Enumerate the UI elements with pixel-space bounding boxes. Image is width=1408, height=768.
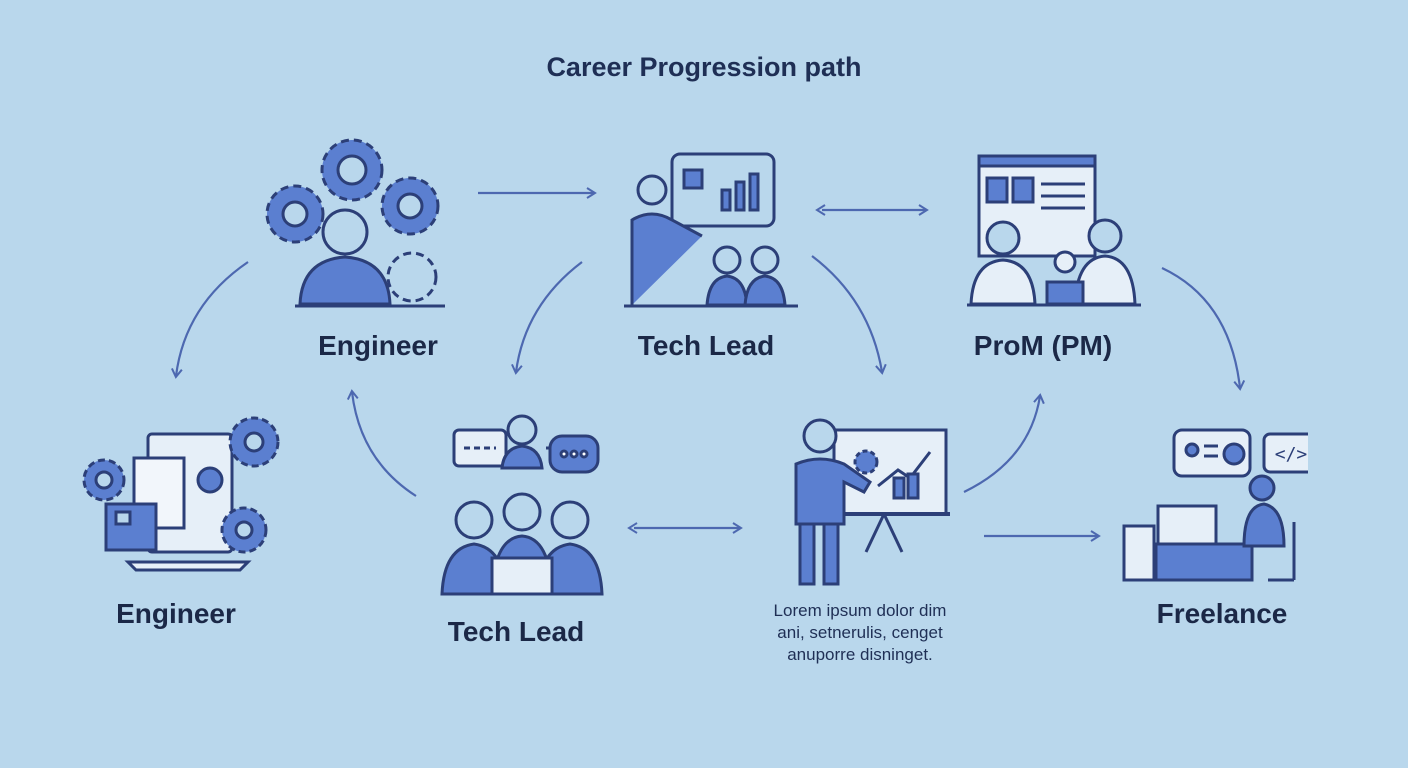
- arrow-presenter-to-pm: [963, 393, 1045, 493]
- node-label-techlead-bottom: Tech Lead: [447, 616, 585, 647]
- arrow-techlead2-to-engineer: [346, 389, 417, 497]
- arrow-techlead-down-right: [811, 255, 887, 375]
- note-text: Lorem ipsum dolor dim ani, setnerulis, c…: [740, 600, 980, 666]
- team-laptop-icon: [440, 414, 604, 596]
- tablet-gears-icon: [82, 416, 280, 572]
- presentation-team-icon: [624, 152, 798, 308]
- engineer-gears-icon: [265, 138, 445, 308]
- arrow-engineer-down: [171, 261, 249, 379]
- note-line: ani, setnerulis, cenget: [777, 623, 943, 642]
- node-label-engineer-bottom: Engineer: [116, 598, 236, 629]
- node-label-pm: ProM (PM): [973, 330, 1113, 361]
- pm-meeting-icon: [967, 154, 1141, 307]
- svg-text:</>: </>: [1275, 444, 1308, 465]
- diagram-title: Career Progression path: [546, 52, 862, 82]
- node-label-techlead-top: Tech Lead: [637, 330, 775, 361]
- node-label-freelance: Freelance: [1156, 598, 1288, 629]
- node-label-engineer-top: Engineer: [318, 330, 438, 361]
- freelancer-desk-icon: </>: [1122, 428, 1308, 582]
- arrow-techlead-down: [511, 261, 583, 375]
- presenter-chart-icon: [794, 418, 950, 586]
- note-line: anuporre disninget.: [787, 645, 933, 664]
- arrow-pm-to-freelance: [1161, 267, 1246, 391]
- note-line: Lorem ipsum dolor dim: [773, 601, 947, 620]
